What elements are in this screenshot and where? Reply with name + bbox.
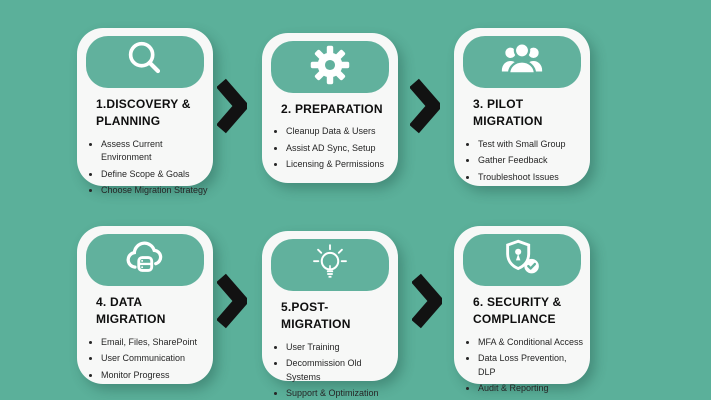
step-bullets: MFA & Conditional Access Data Loss Preve… <box>454 336 586 399</box>
bullet-item: Assist AD Sync, Setup <box>286 142 394 156</box>
bullet-item: Assess Current Environment <box>101 138 209 165</box>
step-card-pilot-migration: 3. PILOT MIGRATION Test with Small Group… <box>454 28 590 186</box>
step-bullets: User Training Decommission Old Systems S… <box>262 341 394 400</box>
bullet-item: Monitor Progress <box>101 369 209 383</box>
step-card-post-migration: 5.POST-MIGRATION User Training Decommiss… <box>262 231 398 398</box>
bullet-item: Test with Small Group <box>478 138 586 152</box>
card-header <box>271 239 389 291</box>
step-bullets: Assess Current Environment Define Scope … <box>77 138 209 201</box>
cloud-database-icon <box>121 235 169 286</box>
arrow-right-icon <box>409 77 443 135</box>
card-header <box>271 41 389 93</box>
step-title: 2. PREPARATION <box>281 102 383 116</box>
arrow-right-icon <box>216 272 250 330</box>
bullet-item: User Communication <box>101 352 209 366</box>
bullet-item: Troubleshoot Issues <box>478 171 586 185</box>
bullet-item: Data Loss Prevention, DLP <box>478 352 586 379</box>
bullet-item: Decommission Old Systems <box>286 357 394 384</box>
bullet-item: Cleanup Data & Users <box>286 125 394 139</box>
shield-check-icon <box>499 235 545 286</box>
step-card-data-migration: 4. DATA MIGRATION Email, Files, SharePoi… <box>77 226 213 384</box>
step-title: 1.DISCOVERY & PLANNING <box>96 97 191 129</box>
bullet-item: Audit & Reporting <box>478 382 586 396</box>
bullet-item: User Training <box>286 341 394 355</box>
arrow-right-icon <box>216 77 250 135</box>
bullet-item: Support & Optimization <box>286 387 394 400</box>
search-icon <box>122 37 168 88</box>
step-card-security-compliance: 6. SECURITY & COMPLIANCE MFA & Condition… <box>454 226 590 393</box>
bullet-item: Email, Files, SharePoint <box>101 336 209 350</box>
bullet-item: Choose Migration Strategy <box>101 184 209 198</box>
gear-icon <box>308 43 352 92</box>
card-header <box>86 36 204 88</box>
arrow-right-icon <box>411 272 445 330</box>
step-card-discovery-planning: 1.DISCOVERY & PLANNING Assess Current En… <box>77 28 213 195</box>
bullet-item: Gather Feedback <box>478 154 586 168</box>
bullet-item: Licensing & Permissions <box>286 158 394 172</box>
step-card-preparation: 2. PREPARATION Cleanup Data & Users Assi… <box>262 33 398 183</box>
bullet-item: MFA & Conditional Access <box>478 336 586 350</box>
card-header <box>463 234 581 286</box>
card-header <box>86 234 204 286</box>
card-header <box>463 36 581 88</box>
step-bullets: Test with Small Group Gather Feedback Tr… <box>454 138 586 188</box>
lightbulb-icon <box>308 241 352 290</box>
step-bullets: Cleanup Data & Users Assist AD Sync, Set… <box>262 125 394 175</box>
step-title: 4. DATA MIGRATION <box>96 295 166 327</box>
bullet-item: Define Scope & Goals <box>101 168 209 182</box>
people-group-icon <box>499 37 545 88</box>
step-title: 5.POST-MIGRATION <box>281 300 351 332</box>
step-title: 3. PILOT MIGRATION <box>473 97 543 129</box>
step-bullets: Email, Files, SharePoint User Communicat… <box>77 336 209 386</box>
step-title: 6. SECURITY & COMPLIANCE <box>473 295 562 327</box>
